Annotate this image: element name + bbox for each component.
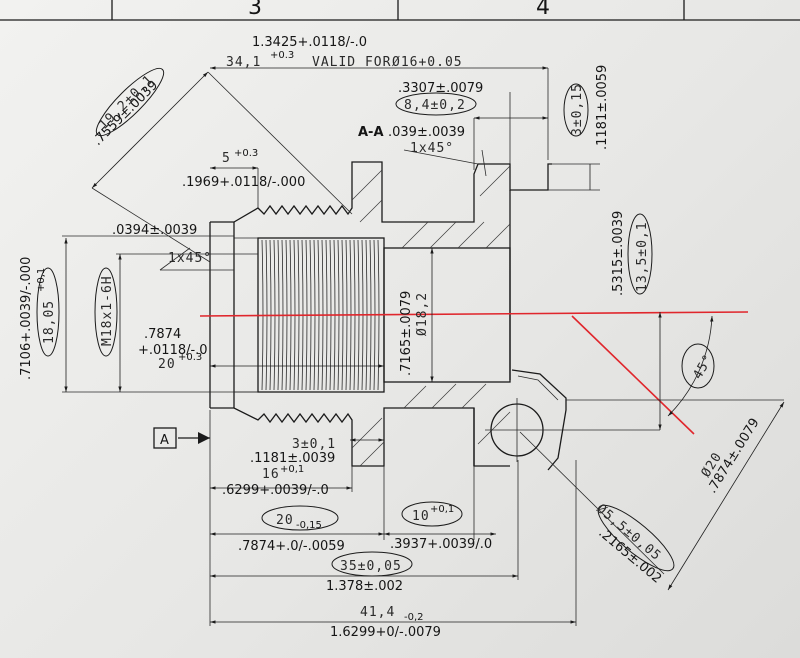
right-top-inch: .1181±.0059 bbox=[595, 65, 610, 150]
datum-box bbox=[153, 427, 177, 449]
tolerance-frames bbox=[36, 67, 715, 577]
chamfer-mm: 1x45° bbox=[410, 141, 454, 156]
depth16-mm: 16 bbox=[262, 467, 280, 482]
right-top-mm: 3±0,15 bbox=[570, 83, 585, 136]
thread-depth-mm-tol: +0.3 bbox=[178, 352, 202, 363]
overall-length-mm-tol: +0.3 bbox=[270, 50, 294, 61]
len41-tol: -0,2 bbox=[404, 612, 424, 623]
len41-inch: 1.6299+0/-.0079 bbox=[330, 625, 441, 640]
thread-depth-mm: 20 bbox=[158, 357, 176, 372]
column-label-4: 4 bbox=[536, 0, 550, 20]
right-mm: 13,5±0,1 bbox=[635, 221, 650, 292]
flange-inch: .3307±.0079 bbox=[398, 81, 483, 96]
len35-inch: 1.378±.002 bbox=[326, 579, 403, 594]
small-mm-tol: +0.3 bbox=[234, 148, 258, 159]
left-chamfer: 1x45° bbox=[168, 251, 212, 266]
overall-length-mm: 34,1 bbox=[226, 55, 261, 70]
depth16-tol: +0,1 bbox=[280, 464, 304, 475]
depth16-inch: .6299+.0039/-.0 bbox=[222, 483, 329, 498]
overall-length-dia: Ø16+0.05 bbox=[392, 55, 463, 70]
len10-inch: .3937+.0039/.0 bbox=[390, 537, 492, 552]
groove-mm: 3±0,1 bbox=[292, 437, 336, 452]
small-mm: 5 bbox=[222, 151, 231, 166]
thread-spec: M18x1-6H bbox=[100, 275, 115, 346]
len20-inch: .7874+.0/-.0059 bbox=[238, 539, 345, 554]
right-inch: .5315±.0039 bbox=[611, 211, 626, 296]
len20-mm: 20 bbox=[276, 513, 294, 528]
outer-diameter-mm-tol: +0,1 bbox=[36, 268, 47, 292]
thread-depth-inch-2: +.0118/-.0 bbox=[138, 343, 208, 358]
len10-tol: +0,1 bbox=[430, 504, 454, 515]
diagonal-mm: 19,2±0,1 bbox=[96, 72, 157, 133]
outer-diameter-inch: .7106+.0039/-.000 bbox=[19, 257, 34, 380]
overall-length-note: VALID FOR bbox=[312, 55, 391, 70]
len10-mm: 10 bbox=[412, 509, 430, 524]
dimension-texts: 1.3425+.0118/-.0 34,1 +0.3 VALID FOR Ø16… bbox=[19, 35, 763, 640]
len41-mm: 41,4 bbox=[360, 605, 395, 620]
bore-mm: Ø18,2 bbox=[415, 292, 430, 336]
cross-hole bbox=[485, 369, 660, 471]
datum-label: A bbox=[160, 433, 169, 448]
thread-lines bbox=[261, 239, 380, 391]
title-block: 3 4 bbox=[0, 0, 800, 21]
groove-inch: .1181±.0039 bbox=[250, 451, 335, 466]
section-hatching bbox=[351, 165, 511, 467]
len35-mm: 35±0,05 bbox=[340, 559, 402, 574]
column-label-3: 3 bbox=[248, 0, 262, 20]
left-top-inch: .0394±.0039 bbox=[112, 223, 197, 238]
small-inch: .1969+.0118/-.000 bbox=[182, 175, 305, 190]
section-label: A-A bbox=[358, 125, 384, 140]
bore-inch: .7165±.0079 bbox=[399, 291, 414, 376]
thread-depth-inch-1: .7874 bbox=[144, 327, 181, 342]
overall-length-inch: 1.3425+.0118/-.0 bbox=[252, 35, 367, 50]
len20-tol: -0,15 bbox=[296, 520, 322, 531]
outer-diameter-mm: 18,05 bbox=[42, 300, 57, 344]
flange-mm: 8,4±0,2 bbox=[404, 98, 466, 113]
chamfer-inch: .039±.0039 bbox=[388, 125, 465, 140]
dimension-lines bbox=[62, 66, 785, 626]
